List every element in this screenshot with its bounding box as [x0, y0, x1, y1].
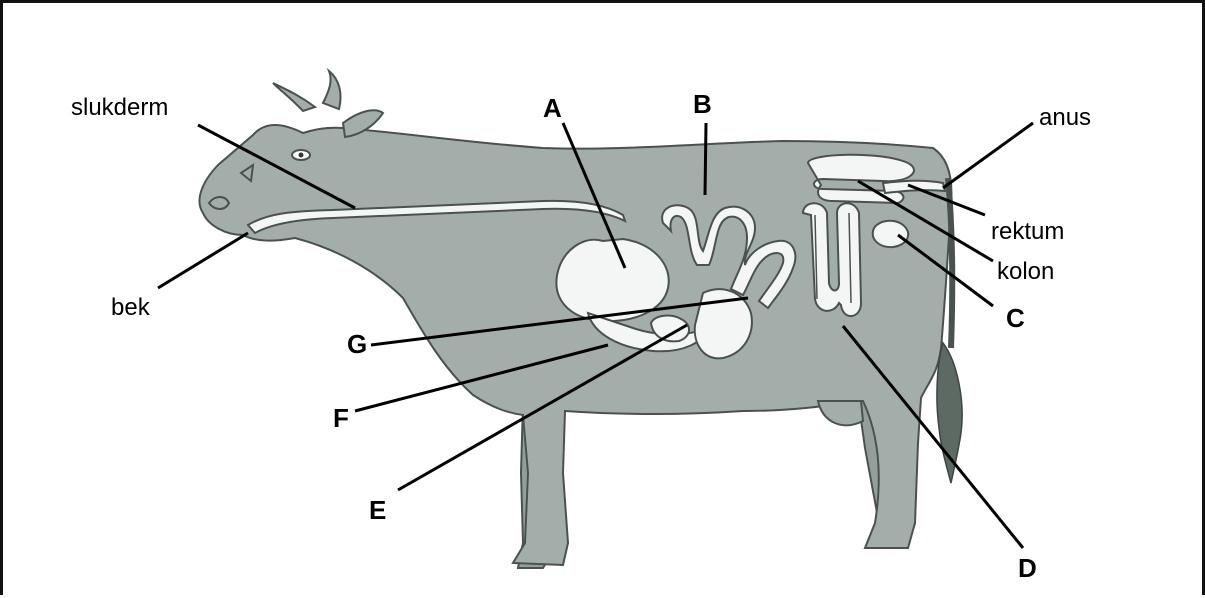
label-f: F	[333, 403, 349, 433]
label-c: C	[1006, 303, 1025, 333]
label-rektum: rektum	[991, 218, 1064, 245]
label-bek: bek	[111, 294, 151, 321]
leader-b	[705, 123, 706, 195]
label-e: E	[369, 495, 386, 525]
cow-udder	[818, 401, 863, 425]
cow-horn-left	[273, 83, 315, 111]
label-kolon: kolon	[997, 258, 1054, 285]
label-b: B	[693, 89, 712, 119]
cow-digestive-diagram: slukderm bek anus rektum kolon A B C D E…	[3, 3, 1205, 598]
label-d: D	[1018, 553, 1037, 583]
colon-loops	[808, 155, 914, 203]
label-a: A	[543, 93, 562, 123]
cow-tail-tuft	[937, 343, 962, 483]
label-anus: anus	[1039, 104, 1091, 131]
organ-c	[873, 221, 908, 247]
label-g: G	[347, 329, 367, 359]
cow-horn-right	[323, 71, 341, 109]
leader-anus	[943, 123, 1033, 188]
label-slukderm: slukderm	[71, 94, 168, 121]
leader-bek	[158, 233, 248, 288]
